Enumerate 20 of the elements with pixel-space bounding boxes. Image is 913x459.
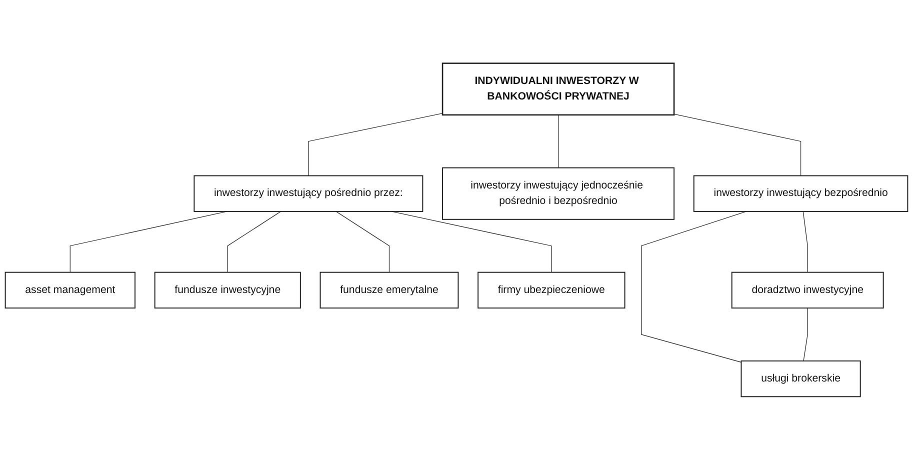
connector: [674, 113, 802, 176]
node-box: asset management: [4, 271, 136, 308]
node-box: doradztwo inwestycyjne: [731, 271, 884, 308]
connector: [70, 210, 228, 272]
node-box: INDYWIDUALNI INWESTORZY W BANKOWOŚCI PRYWATNEJ: [442, 62, 675, 116]
connector: [308, 112, 443, 176]
connector: [227, 210, 282, 272]
connector: [802, 210, 808, 272]
node-box: fundusze emerytalne: [320, 271, 459, 308]
node-box: firmy ubezpieczeniowe: [478, 271, 626, 308]
node-box: inwestorzy inwestujący pośrednio przez:: [194, 174, 424, 212]
node-box: inwestorzy inwestujący bezpośrednio: [693, 174, 908, 212]
connector: [641, 210, 747, 362]
connector: [336, 210, 390, 272]
connector: [558, 114, 559, 168]
node-box: inwestorzy inwestujący jednocześnie pośrednio i bezpośrednio: [442, 166, 675, 220]
node-box: fundusze inwestycyjne: [154, 271, 301, 308]
connector: [391, 210, 552, 272]
node-box: usługi brokerskie: [740, 360, 861, 397]
connector: [803, 307, 808, 361]
